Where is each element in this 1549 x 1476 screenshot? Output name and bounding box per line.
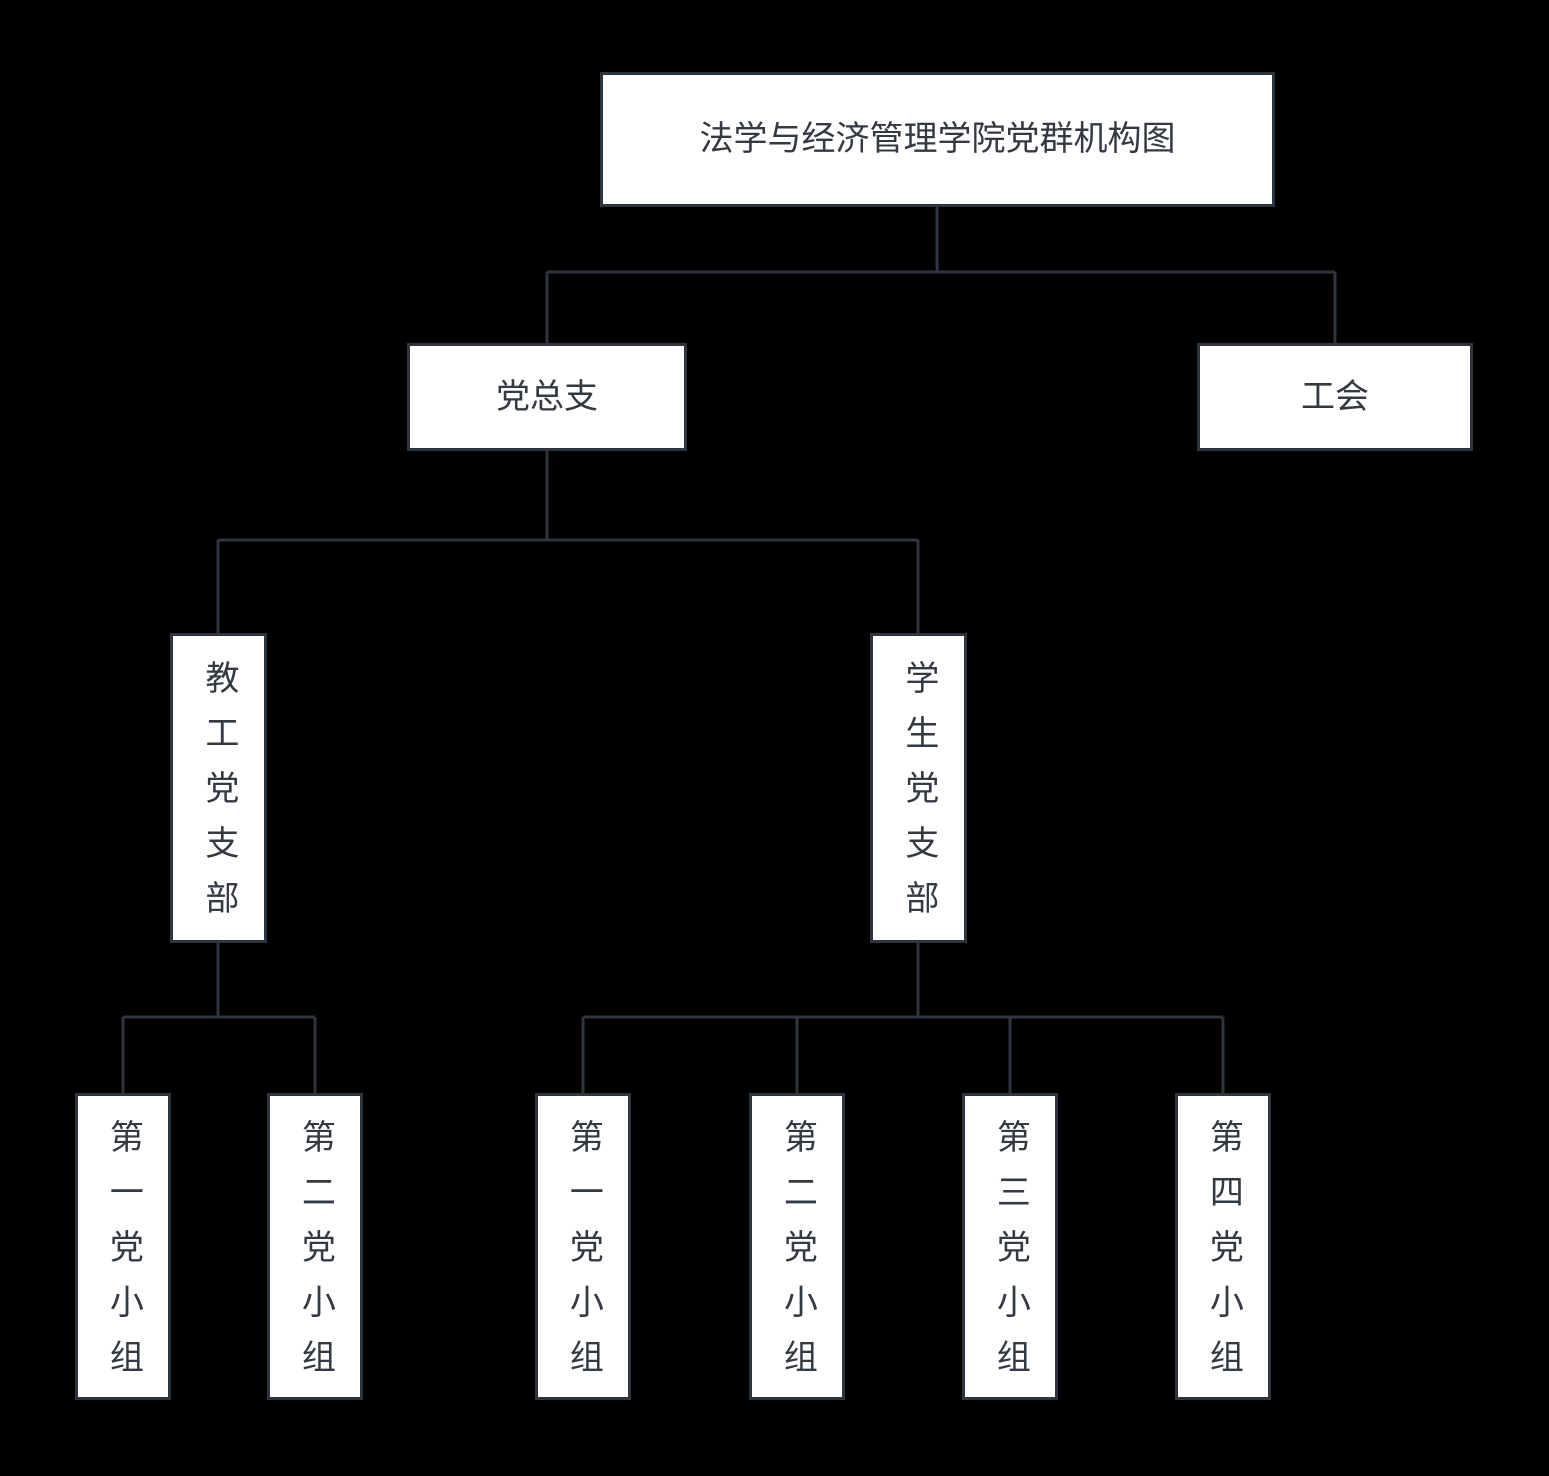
node-student-group-1: 第一党小组 bbox=[535, 1093, 631, 1400]
node-root-title: 法学与经济管理学院党群机构图 bbox=[600, 72, 1275, 207]
node-party-general-branch: 党总支 bbox=[407, 343, 687, 451]
node-student-group-2: 第二党小组 bbox=[749, 1093, 845, 1400]
connector-student-to-groups bbox=[581, 943, 1225, 1093]
node-faculty-group-1: 第一党小组 bbox=[75, 1093, 171, 1400]
node-student-party-branch: 学生党支部 bbox=[870, 633, 967, 943]
connector-root-to-branches bbox=[545, 207, 1337, 343]
node-labor-union: 工会 bbox=[1197, 343, 1473, 451]
node-student-group-4: 第四党小组 bbox=[1175, 1093, 1271, 1400]
node-student-group-3: 第三党小组 bbox=[962, 1093, 1058, 1400]
node-faculty-group-2: 第二党小组 bbox=[267, 1093, 363, 1400]
connector-general-to-subbranches bbox=[216, 451, 920, 633]
node-faculty-party-branch: 教工党支部 bbox=[170, 633, 267, 943]
connector-faculty-to-groups bbox=[121, 943, 317, 1093]
